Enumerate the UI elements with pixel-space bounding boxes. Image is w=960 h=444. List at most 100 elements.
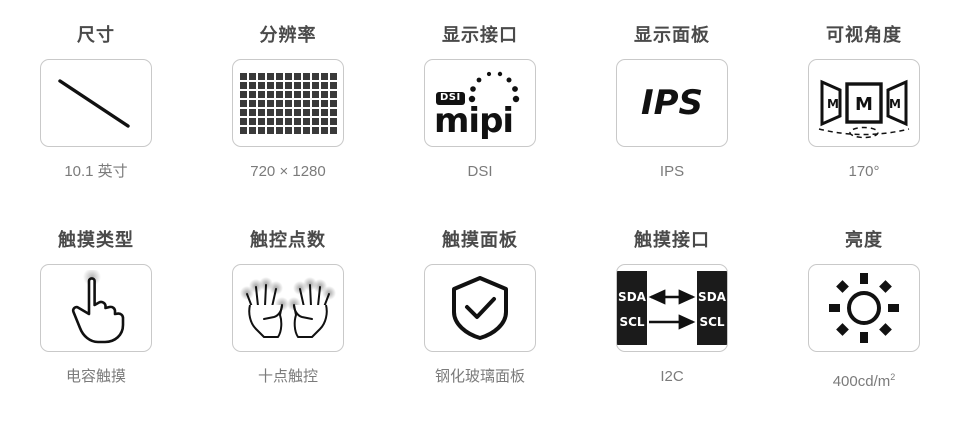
pixel-cell — [320, 81, 328, 89]
pixel-cell — [284, 117, 292, 125]
card-caption: DSI — [467, 163, 493, 180]
pixel-cell — [275, 108, 283, 116]
pixel-cell — [284, 108, 292, 116]
pixel-cell — [257, 90, 265, 98]
pixel-cell — [284, 126, 292, 134]
sun-brightness-icon — [827, 271, 901, 345]
pixel-cell — [266, 99, 274, 107]
pixel-cell — [248, 126, 256, 134]
shield-check-icon — [449, 274, 511, 342]
i2c-signal-scl-left: SCL — [619, 315, 644, 329]
pixel-cell — [284, 81, 292, 89]
svg-text:M: M — [889, 97, 901, 111]
pixel-cell — [248, 90, 256, 98]
pixel-cell — [275, 117, 283, 125]
pixel-cell — [284, 72, 292, 80]
spec-card-size: 尺寸 10.1 英寸 — [0, 24, 192, 229]
pixel-cell — [293, 72, 301, 80]
pixel-cell — [329, 90, 337, 98]
pixel-cell — [311, 117, 319, 125]
spec-card-touch-interface: 触摸接口 SDA SCL SDA — [576, 229, 768, 434]
icon-box-ips: IPS — [616, 59, 728, 147]
pixel-cell — [266, 126, 274, 134]
icon-box-pixel-grid — [232, 59, 344, 147]
card-title: 分辨率 — [259, 25, 317, 45]
icon-box-screen-diagonal — [40, 59, 152, 147]
brightness-unit-exponent: 2 — [890, 372, 896, 382]
pixel-cell — [275, 90, 283, 98]
card-title: 触摸类型 — [58, 230, 134, 250]
icon-box-i2c: SDA SCL SDA SCL — [616, 264, 728, 352]
pixel-cell — [293, 90, 301, 98]
pixel-cell — [266, 90, 274, 98]
spec-card-touch-points: 触控点数 — [192, 229, 384, 434]
mipi-dsi-logo-icon: DSI mipi — [434, 70, 526, 138]
pixel-cell — [329, 126, 337, 134]
pixel-cell — [302, 72, 310, 80]
pixel-cell — [311, 126, 319, 134]
pixel-cell — [311, 90, 319, 98]
pixel-cell — [329, 99, 337, 107]
pixel-cell — [239, 126, 247, 134]
pixel-cell — [239, 117, 247, 125]
icon-box-two-hands — [232, 264, 344, 352]
card-title: 显示面板 — [634, 25, 710, 45]
ips-text-icon: IPS — [640, 83, 704, 123]
pixel-cell — [257, 108, 265, 116]
screen-diagonal-icon — [49, 70, 143, 136]
pixel-cell — [257, 81, 265, 89]
pixel-cell — [275, 81, 283, 89]
pixel-cell — [275, 126, 283, 134]
card-caption: 720 × 1280 — [250, 163, 326, 180]
card-caption: 电容触摸 — [65, 368, 126, 385]
card-title: 触控点数 — [250, 230, 326, 250]
pixel-cell — [266, 108, 274, 116]
pixel-cell — [293, 99, 301, 107]
icon-box-mipi-dsi: DSI mipi — [424, 59, 536, 147]
pixel-cell — [248, 81, 256, 89]
spec-card-resolution: 分辨率 720 × 1280 — [192, 24, 384, 229]
card-title: 触摸面板 — [442, 230, 518, 250]
pixel-cell — [302, 126, 310, 134]
pixel-cell — [293, 117, 301, 125]
two-hands-icon — [238, 273, 338, 343]
spec-card-touch-type: 触摸类型 电容触摸 — [0, 229, 192, 434]
pixel-cell — [329, 108, 337, 116]
pixel-cell — [248, 72, 256, 80]
pixel-cell — [293, 81, 301, 89]
pixel-cell — [248, 108, 256, 116]
pixel-cell — [302, 99, 310, 107]
i2c-signal-sda-left: SDA — [618, 290, 647, 304]
pixel-cell — [266, 81, 274, 89]
mipi-dots-icon — [468, 70, 520, 109]
icon-box-sun — [808, 264, 920, 352]
pixel-cell — [239, 99, 247, 107]
pixel-cell — [248, 117, 256, 125]
pixel-cell — [320, 90, 328, 98]
mipi-wordmark: mipi — [434, 101, 514, 141]
pixel-cell — [320, 99, 328, 107]
card-title: 可视角度 — [826, 25, 902, 45]
pixel-cell — [257, 99, 265, 107]
spec-card-touch-panel: 触摸面板 钢化玻璃面板 — [384, 229, 576, 434]
pixel-cell — [311, 108, 319, 116]
pixel-cell — [320, 108, 328, 116]
pixel-cell — [329, 81, 337, 89]
pixel-cell — [320, 126, 328, 134]
pixel-cell — [275, 99, 283, 107]
mipi-dsi-badge: DSI — [436, 92, 465, 105]
svg-text:M: M — [827, 97, 839, 111]
pixel-cell — [239, 108, 247, 116]
pixel-cell — [257, 126, 265, 134]
spec-card-display-interface: 显示接口 DSI mipi — [384, 24, 576, 229]
pixel-cell — [239, 72, 247, 80]
pixel-cell — [311, 72, 319, 80]
pixel-cell — [239, 81, 247, 89]
i2c-signal-sda-right: SDA — [698, 290, 727, 304]
pixel-cell — [293, 126, 301, 134]
svg-text:M: M — [855, 94, 873, 115]
pixel-cell — [329, 72, 337, 80]
card-title: 触摸接口 — [634, 230, 710, 250]
pixel-cell — [302, 81, 310, 89]
pointing-hand-icon — [61, 270, 131, 346]
